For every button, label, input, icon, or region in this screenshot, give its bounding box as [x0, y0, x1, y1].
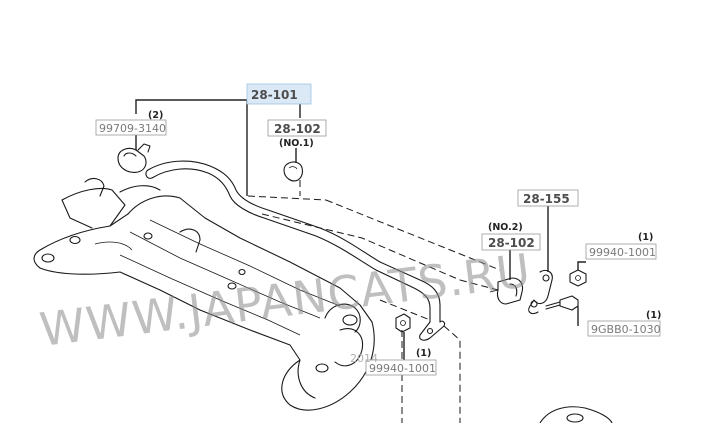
bushing-no2-detail [509, 283, 518, 297]
bushing-no1 [283, 161, 304, 182]
faint-ref-text: 2014 [350, 352, 378, 365]
leader-lines [135, 99, 586, 360]
clamp-part [117, 143, 151, 173]
dash-8 [379, 299, 431, 321]
dash-5 [459, 279, 499, 291]
label-nut-lower[interactable]: (1) 99940-1001 [365, 348, 437, 376]
subframe-mount-1 [179, 228, 201, 253]
label-bushing-no1-text: 28-102 [274, 122, 321, 136]
label-nut-upper-box [585, 243, 657, 260]
dashed-guides [247, 180, 501, 423]
label-clip-text: 99709-3140 [99, 122, 166, 135]
label-bushing-no2-note: (NO.2) [488, 222, 523, 233]
label-bolt-qty: (1) [646, 310, 661, 321]
subframe-hole-5 [143, 232, 153, 240]
subframe-top-edge [119, 185, 161, 193]
lower-right-hole [566, 413, 584, 423]
label-nut-upper-qty: (1) [638, 232, 653, 243]
subframe-right-lug [334, 328, 364, 367]
bushing-no2-edge [489, 289, 499, 293]
label-nut-lower-text: 99940-1001 [369, 362, 436, 375]
subframe-lower-hole [315, 363, 329, 373]
bushing-no2 [489, 277, 524, 305]
nut-upper-hole [575, 275, 581, 281]
stabilizer-bar-upper-edge [147, 160, 441, 323]
link-upper-eye [542, 274, 550, 282]
bushing-no1-detail [288, 166, 298, 170]
label-bushing-no1[interactable]: 28-102 (NO.1) [267, 119, 327, 149]
lower-right-partial [539, 406, 613, 423]
stabilizer-bar-end-right [419, 320, 446, 341]
subframe-rib-2 [129, 231, 321, 319]
subframe-left-bracket-edge [61, 199, 93, 229]
nut-lower-hole [400, 320, 406, 326]
label-bolt-box [587, 320, 661, 337]
label-main-text: 28-101 [251, 88, 298, 102]
dash-2 [325, 199, 501, 271]
subframe-lower-curve [297, 359, 316, 399]
label-link[interactable]: 28-155 [517, 189, 579, 207]
subframe-hole-2 [69, 235, 81, 245]
subframe-left-ear [84, 177, 105, 197]
label-clip-qty: (2) [148, 110, 163, 121]
clamp-body [117, 147, 147, 173]
dash-1 [247, 195, 327, 201]
nut-lower-body [395, 313, 411, 333]
label-main-box [246, 83, 312, 105]
dash-3 [261, 213, 461, 281]
subframe-rib-4 [119, 254, 301, 336]
bolt-head [559, 295, 579, 311]
stabilizer-bar [145, 160, 446, 341]
stabilizer-bar-end-left [145, 169, 153, 179]
label-clip[interactable]: (2) 99709-3140 [95, 110, 167, 136]
label-nut-lower-qty: (1) [416, 348, 431, 359]
bolt [545, 295, 579, 311]
subframe-left-bracket [61, 187, 126, 227]
nut-upper-body [569, 269, 587, 287]
label-nut-lower-box [365, 359, 437, 376]
label-bushing-no1-box [267, 119, 327, 137]
stabilizer-bar-lower-edge [151, 168, 431, 323]
label-bushing-no2[interactable]: (NO.2) 28-102 [481, 222, 541, 251]
clamp-tab [137, 143, 151, 153]
subframe-right-hole [342, 314, 358, 326]
label-bolt[interactable]: (1) 9GBB0-1030 [587, 310, 661, 337]
label-link-text: 28-155 [523, 192, 570, 206]
stabilizer-bar-eye [426, 327, 434, 335]
nut-lower [395, 313, 411, 333]
subframe-hole-1 [41, 253, 55, 263]
leader-nut-upper [577, 261, 586, 270]
bushing-no1-body [283, 161, 304, 182]
label-bushing-no2-text: 28-102 [488, 236, 535, 250]
bolt-shank [545, 301, 561, 310]
clamp-inner [123, 152, 137, 157]
stabilizer-link [528, 269, 553, 315]
subframe-rib-1 [94, 241, 133, 251]
nut-upper [569, 269, 587, 287]
leader-main-bracket [135, 99, 301, 118]
label-nut-upper-text: 99940-1001 [589, 246, 656, 259]
label-nut-upper[interactable]: (1) 99940-1001 [585, 232, 657, 260]
label-clip-box [95, 119, 167, 136]
dash-6 [443, 325, 461, 423]
subframe-right-boss [324, 303, 361, 333]
label-link-box [517, 189, 579, 207]
label-bushing-no2-box [481, 233, 541, 251]
subframe-outline [33, 195, 375, 411]
link-lower-eye [530, 300, 538, 308]
subframe-hole-4 [238, 268, 246, 276]
subframe-hole-3 [227, 282, 237, 290]
label-bushing-no1-note: (NO.1) [279, 138, 314, 149]
link-body [528, 269, 553, 315]
label-bolt-text: 9GBB0-1030 [591, 323, 661, 336]
subframe-rib-3 [149, 219, 341, 307]
label-main[interactable]: 28-101 [246, 83, 312, 105]
subframe [33, 177, 613, 423]
bushing-no2-body [496, 277, 524, 305]
